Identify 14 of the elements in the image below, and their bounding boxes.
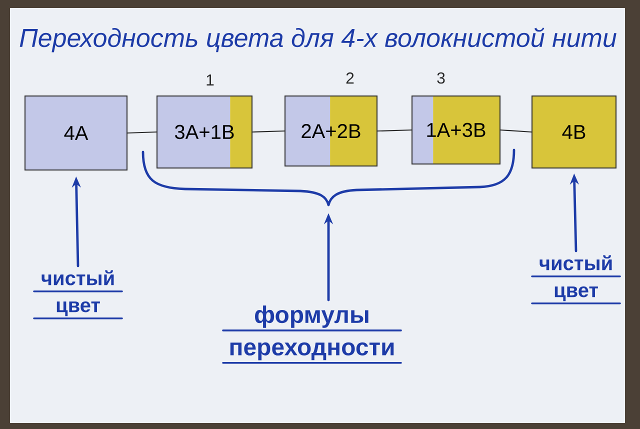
sample-box: 4B bbox=[532, 96, 616, 168]
sample-box: 4A bbox=[24, 96, 128, 170]
handwritten-note: чистый цвет bbox=[531, 255, 621, 304]
step-number: 2 bbox=[346, 72, 354, 84]
step-number: 3 bbox=[437, 72, 445, 84]
connector-line bbox=[376, 129, 412, 132]
title: Переходность цвета для 4-х волокнистой нити bbox=[20, 28, 616, 52]
connector-line bbox=[500, 129, 532, 133]
handwritten-note: формулы переходности bbox=[222, 305, 402, 364]
step-number: 1 bbox=[206, 74, 214, 86]
connector-line bbox=[252, 130, 286, 133]
curly-brace bbox=[142, 148, 516, 206]
connector-line bbox=[126, 131, 158, 134]
handwritten-note: чистый цвет bbox=[33, 270, 123, 320]
